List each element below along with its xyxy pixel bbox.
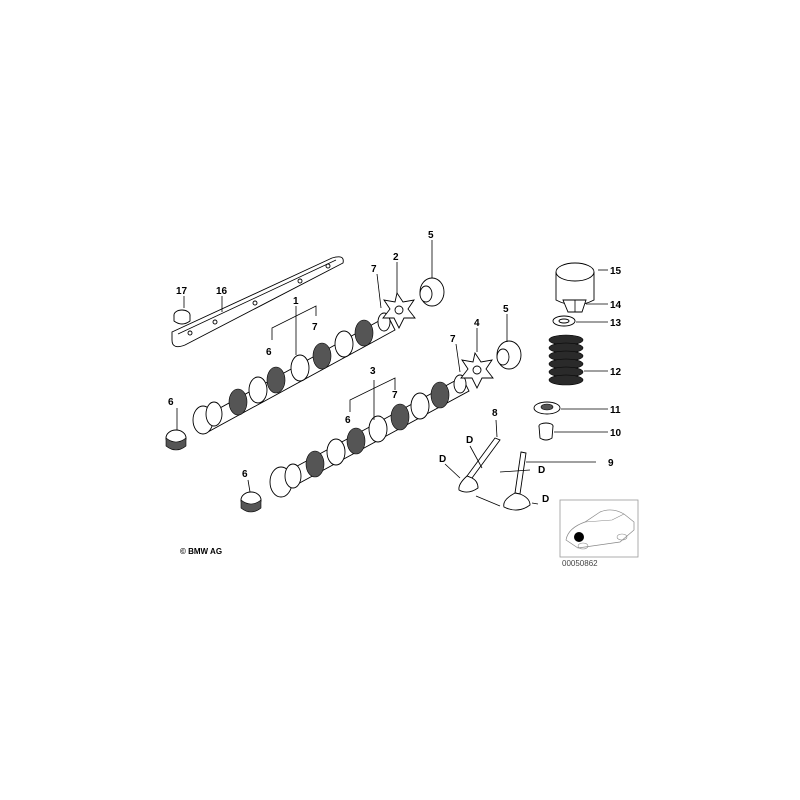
car-outline-icon <box>565 509 635 550</box>
part-2-drive-star[interactable] <box>382 291 416 330</box>
callout-6-left-plug: 6 <box>168 397 174 408</box>
callout-3: 3 <box>370 366 376 377</box>
part-6-plug-left[interactable] <box>165 429 187 451</box>
callout-7-upper-cam: 7 <box>312 322 318 333</box>
callout-d-3: D <box>538 465 545 476</box>
callout-16: 16 <box>216 286 228 297</box>
diagram-number: 00050862 <box>562 559 598 568</box>
part-17-seal[interactable] <box>173 309 191 325</box>
leader-lines <box>176 240 608 507</box>
callout-17: 17 <box>176 286 188 297</box>
callout-11: 11 <box>610 405 621 416</box>
callout-13: 13 <box>610 318 622 329</box>
part-15-bucket-tappet[interactable] <box>555 262 595 306</box>
callout-7-lower-star: 7 <box>450 334 456 345</box>
callout-1: 1 <box>293 296 299 307</box>
part-11-spring-seat[interactable] <box>533 401 561 415</box>
callout-7-upper-star: 7 <box>371 264 377 275</box>
callout-2: 2 <box>393 252 399 263</box>
part-9-valve[interactable] <box>503 451 531 511</box>
callout-6-lower-cam: 6 <box>345 415 351 426</box>
part-1-camshaft-upper[interactable] <box>192 312 396 435</box>
engine-location-marker-icon <box>574 532 584 542</box>
part-3-camshaft-lower[interactable] <box>269 374 470 498</box>
callout-7-lower-cam: 7 <box>392 390 398 401</box>
callout-5-lower: 5 <box>503 304 509 315</box>
callout-d-2: D <box>466 435 473 446</box>
part-8-valve[interactable] <box>458 437 501 493</box>
callout-labels: 1 2 3 4 5 5 6 6 6 6 7 7 7 7 8 9 10 11 12… <box>168 230 622 505</box>
callout-4: 4 <box>474 318 480 329</box>
part-13-spring-retainer[interactable] <box>552 315 576 327</box>
callout-9: 9 <box>608 458 614 469</box>
callout-10: 10 <box>610 428 622 439</box>
callout-5-upper: 5 <box>428 230 434 241</box>
part-14-valve-keepers[interactable] <box>562 299 587 313</box>
callout-d-4: D <box>542 494 549 505</box>
vehicle-location-inset[interactable]: 00050862 <box>559 499 639 568</box>
part-10-valve-stem-seal[interactable] <box>538 422 554 441</box>
part-12-valve-spring[interactable] <box>548 334 584 386</box>
callout-14: 14 <box>610 300 622 311</box>
copyright-notice: © BMW AG <box>180 547 222 556</box>
callout-6-upper-cam: 6 <box>266 347 272 358</box>
part-5-hub-upper[interactable] <box>419 277 445 307</box>
part-5-hub-lower[interactable] <box>496 340 522 370</box>
part-4-drive-star[interactable] <box>460 351 494 390</box>
callout-8: 8 <box>492 408 498 419</box>
part-16-gasket-strip[interactable] <box>171 256 344 348</box>
callout-12: 12 <box>610 367 622 378</box>
callout-6-lower-plug: 6 <box>242 469 248 480</box>
callout-d-1: D <box>439 454 446 465</box>
part-6-plug-lower[interactable] <box>240 491 262 513</box>
callout-15: 15 <box>610 266 622 277</box>
